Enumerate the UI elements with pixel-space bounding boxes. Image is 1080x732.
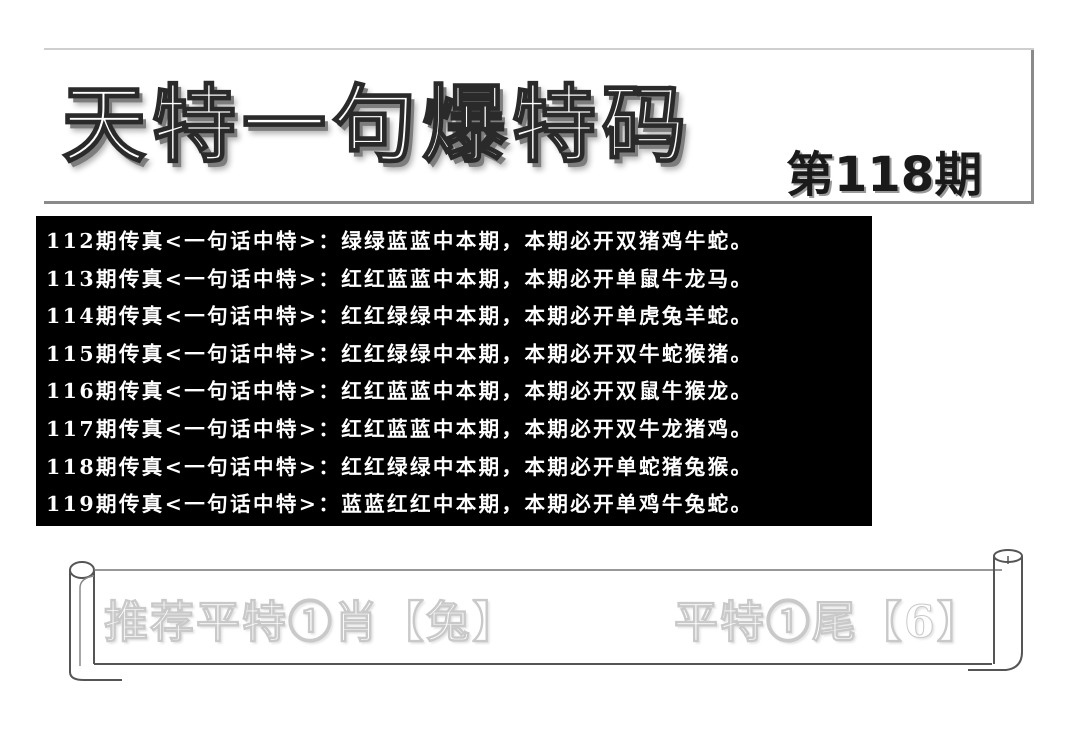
scroll-outline-icon — [69, 549, 1023, 681]
record-list: 112期传真<一句话中特>：绿绿蓝蓝中本期，本期必开双猪鸡牛蛇。 113期传真<… — [36, 216, 872, 526]
record-row: 116期传真<一句话中特>：红红蓝蓝中本期，本期必开双鼠牛猴龙。 — [46, 379, 754, 404]
recommend-tail: 平特①尾【6】 — [674, 597, 983, 649]
recommend-zodiac: 推荐平特①肖【兔】 — [104, 597, 518, 649]
page-title: 天特一句爆特码 — [61, 74, 693, 175]
record-row: 119期传真<一句话中特>：蓝蓝红红中本期，本期必开单鸡牛兔蛇。 — [46, 492, 754, 517]
record-row: 118期传真<一句话中特>：红红绿绿中本期，本期必开单蛇猪兔猴。 — [46, 454, 754, 479]
record-row: 113期传真<一句话中特>：红红蓝蓝中本期，本期必开单鼠牛龙马。 — [46, 266, 754, 291]
record-row: 117期传真<一句话中特>：红红蓝蓝中本期，本期必开双牛龙猪鸡。 — [46, 416, 754, 441]
record-row: 115期传真<一句话中特>：红红绿绿中本期，本期必开双牛蛇猴猪。 — [46, 341, 754, 366]
banner-top-edge — [44, 48, 1034, 50]
header-banner — [44, 48, 1034, 204]
record-row: 112期传真<一句话中特>：绿绿蓝蓝中本期，本期必开双猪鸡牛蛇。 — [46, 229, 754, 253]
issue-number: 第118期 — [786, 147, 983, 203]
scroll-banner — [62, 548, 1026, 684]
record-row: 114期传真<一句话中特>：红红绿绿中本期，本期必开单虎兔羊蛇。 — [46, 304, 754, 329]
